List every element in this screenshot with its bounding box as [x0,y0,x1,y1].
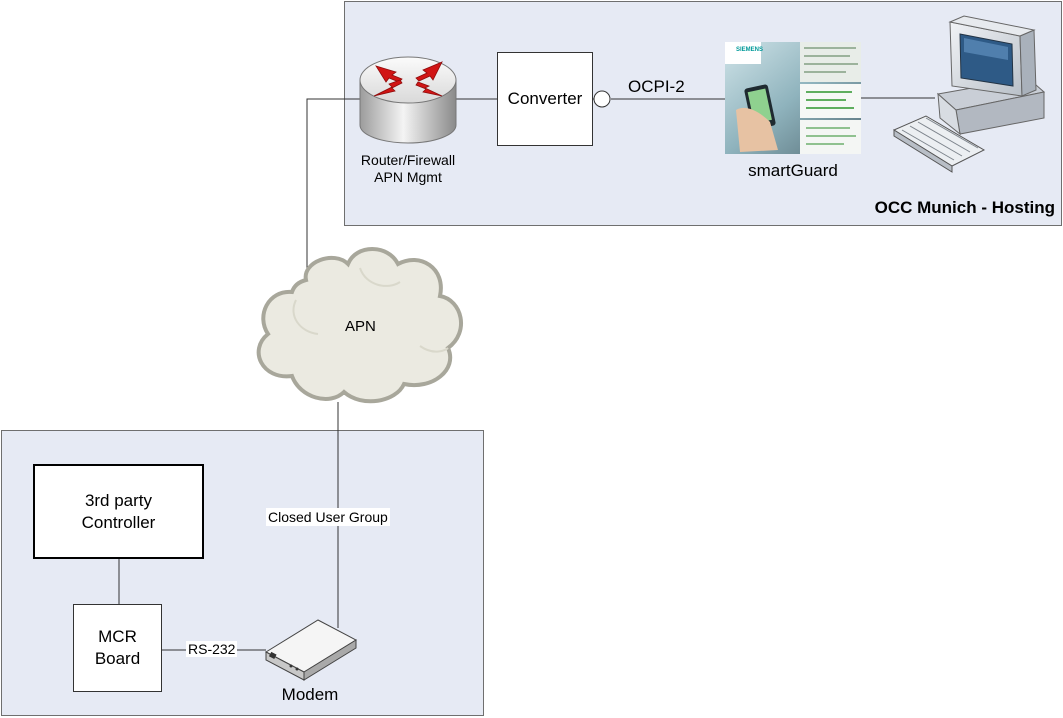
apn-cloud-icon [256,247,464,404]
mcr-label-line1: MCR [98,627,137,646]
link-apn-router [306,98,362,292]
smartguard-logo: SIEMENS [736,47,763,53]
ocpi-interface-port [593,90,611,108]
smartguard-label: smartGuard [748,161,838,180]
controller-label-line1: 3rd party [84,490,153,510]
controller-box: 3rd party Controller [33,464,204,559]
closed-user-group-label: Closed User Group [266,508,390,526]
workstation-icon [892,15,1046,173]
occ-zone-title: OCC Munich - Hosting [874,198,1055,217]
converter-label: Converter [507,89,583,108]
smartguard-image [725,42,861,154]
router-icon [359,56,457,144]
rs232-label: RS-232 [186,641,238,657]
converter-box: Converter [497,52,593,146]
router-label-line2: APN Mgmt [374,169,442,185]
router-label-line1: Router/Firewall [360,152,456,168]
apn-label: APN [345,318,376,335]
controller-label-line2: Controller [81,512,156,532]
modem-label: Modem [281,685,339,704]
connector-lines [118,97,935,651]
ocpi-protocol-label: OCPI-2 [628,77,685,96]
modem-icon [264,619,358,681]
mcr-label-line2: Board [94,649,141,668]
router-label: Router/Firewall APN Mgmt [346,152,470,186]
mcr-board-box: MCR Board [73,604,162,692]
